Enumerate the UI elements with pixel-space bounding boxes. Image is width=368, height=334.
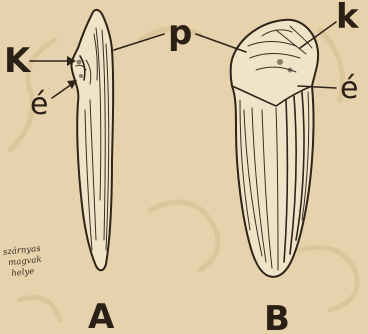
label-seed-b: B bbox=[264, 299, 290, 334]
margin-note-line-2: magvak bbox=[8, 255, 42, 268]
label-p: p bbox=[168, 13, 192, 53]
p-line-left bbox=[114, 34, 164, 50]
label-k-right: k bbox=[336, 0, 360, 37]
margin-note: szárnyas magvak helye bbox=[2, 243, 44, 280]
label-e-left: é bbox=[30, 87, 48, 122]
label-e-right: é bbox=[340, 71, 358, 106]
p-line-right bbox=[196, 34, 246, 52]
seed-a-drawing bbox=[71, 10, 113, 270]
label-k-left: K bbox=[4, 41, 32, 81]
e-arrow-left bbox=[52, 84, 72, 98]
seed-b-drawing bbox=[231, 20, 318, 277]
label-seed-a: A bbox=[88, 297, 115, 334]
seed-b-outline bbox=[231, 20, 318, 277]
margin-note-line-3: helye bbox=[11, 267, 35, 279]
